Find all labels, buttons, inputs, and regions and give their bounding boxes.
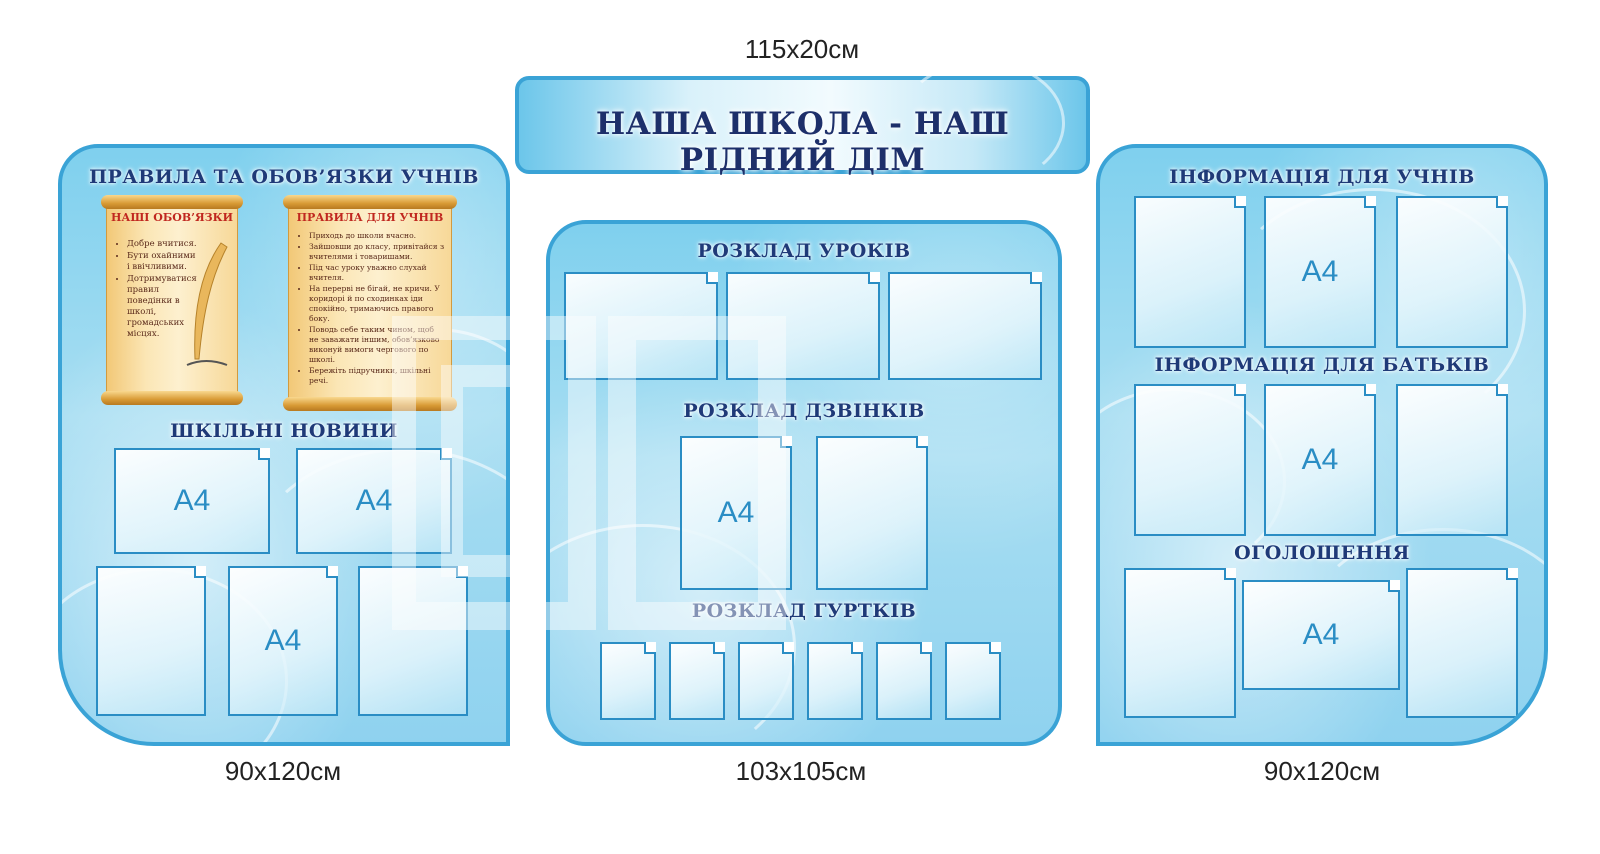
news-pocket-a4-2[interactable]: A4 — [296, 448, 452, 554]
announcements-pocket-1[interactable] — [1124, 568, 1236, 718]
students-pocket-1[interactable] — [1134, 196, 1246, 348]
clubs-schedule-title: РОЗКЛАД ГУРТКІВ — [691, 600, 917, 622]
clubs-pocket-6[interactable] — [945, 642, 1001, 720]
dimension-middle-label: 103x105см — [735, 756, 867, 786]
a4-label: A4 — [1302, 618, 1340, 651]
clubs-pocket-4[interactable] — [807, 642, 863, 720]
a4-label: A4 — [355, 484, 393, 517]
parents-pocket-1[interactable] — [1134, 384, 1246, 536]
duties-scroll-title: НАШІ ОБОВ’ЯЗКИ — [111, 211, 233, 224]
a4-label: A4 — [717, 496, 755, 529]
students-pocket-a4[interactable]: A4 — [1264, 196, 1376, 348]
a4-label: A4 — [1301, 255, 1339, 288]
list-item: Добре вчитися. — [127, 239, 197, 250]
parents-pocket-3[interactable] — [1396, 384, 1508, 536]
lessons-schedule-title: РОЗКЛАД УРОКІВ — [697, 240, 911, 262]
parents-pocket-a4[interactable]: A4 — [1264, 384, 1376, 536]
clubs-pocket-1[interactable] — [600, 642, 656, 720]
parents-info-title: ІНФОРМАЦІЯ ДЛЯ БАТЬКІВ — [1154, 354, 1490, 376]
watermark-logo-icon — [392, 316, 786, 630]
middle-stand: РОЗКЛАД УРОКІВ РОЗКЛАД ДЗВІНКІВ A4 РОЗКЛ… — [546, 220, 1062, 746]
news-pocket-a4-1[interactable]: A4 — [114, 448, 270, 554]
list-item: На перерві не бігай, не кричи. У коридор… — [309, 284, 445, 324]
news-pocket-a4-4[interactable]: A4 — [228, 566, 338, 716]
bells-pocket-a4[interactable]: A4 — [680, 436, 792, 590]
right-stand: ІНФОРМАЦІЯ ДЛЯ УЧНІВ A4 ІНФОРМАЦІЯ ДЛЯ Б… — [1096, 144, 1548, 746]
duties-scroll-poster: НАШІ ОБОВ’ЯЗКИ Добре вчитися. Бути охайн… — [101, 195, 243, 405]
quill-pen-icon — [186, 242, 228, 366]
list-item: Бережіть підручники, шкільні речі. — [309, 366, 445, 386]
dimension-right-label: 90x120см — [1263, 756, 1381, 786]
lessons-pocket-1[interactable] — [564, 272, 718, 380]
clubs-pocket-2[interactable] — [669, 642, 725, 720]
list-item: Бути охайними і ввічливими. — [127, 251, 197, 273]
list-item: Поводь себе таким чином, щоб не заважати… — [309, 325, 445, 365]
header-banner: НАША ШКОЛА - НАШ РІДНИЙ ДІМ — [515, 60, 1090, 186]
announcements-pocket-3[interactable] — [1406, 568, 1518, 718]
rules-scroll-poster: ПРАВИЛА ДЛЯ УЧНІВ Приходь до школи вчасн… — [283, 195, 457, 411]
announcements-pocket-a4[interactable]: A4 — [1242, 580, 1400, 690]
left-stand: ПРАВИЛА ТА ОБОВ’ЯЗКИ УЧНІВ НАШІ ОБОВ’ЯЗК… — [58, 144, 510, 746]
bells-schedule-title: РОЗКЛАД ДЗВІНКІВ — [683, 400, 925, 422]
students-pocket-3[interactable] — [1396, 196, 1508, 348]
duties-list: Добре вчитися. Бути охайними і ввічливим… — [115, 239, 197, 341]
lessons-pocket-2[interactable] — [726, 272, 880, 380]
header-title: НАША ШКОЛА - НАШ РІДНИЙ ДІМ — [595, 106, 1010, 178]
school-news-title: ШКІЛЬНІ НОВИНИ — [170, 420, 398, 442]
list-item: Зайшовши до класу, привітайся з вчителям… — [309, 242, 445, 262]
rules-list: Приходь до школи вчасно. Зайшовши до кла… — [297, 231, 445, 387]
list-item: Під час уроку уважно слухай вчителя. — [309, 263, 445, 283]
a4-label: A4 — [1301, 443, 1339, 476]
clubs-pocket-5[interactable] — [876, 642, 932, 720]
dimension-left-label: 90x120см — [224, 756, 342, 786]
list-item: Дотримуватися правил поведінки в школі, … — [127, 274, 197, 340]
left-panel-title: ПРАВИЛА ТА ОБОВ’ЯЗКИ УЧНІВ — [89, 166, 479, 188]
students-info-title: ІНФОРМАЦІЯ ДЛЯ УЧНІВ — [1169, 166, 1475, 188]
dimension-top-label: 115x20см — [744, 34, 860, 64]
announcements-title: ОГОЛОШЕННЯ — [1234, 542, 1410, 564]
a4-label: A4 — [173, 484, 211, 517]
a4-label: A4 — [264, 624, 302, 657]
news-pocket-5[interactable] — [358, 566, 468, 716]
bells-pocket-2[interactable] — [816, 436, 928, 590]
list-item: Приходь до школи вчасно. — [309, 231, 445, 241]
lessons-pocket-3[interactable] — [888, 272, 1042, 380]
news-pocket-3[interactable] — [96, 566, 206, 716]
clubs-pocket-3[interactable] — [738, 642, 794, 720]
rules-scroll-title: ПРАВИЛА ДЛЯ УЧНІВ — [296, 211, 444, 224]
